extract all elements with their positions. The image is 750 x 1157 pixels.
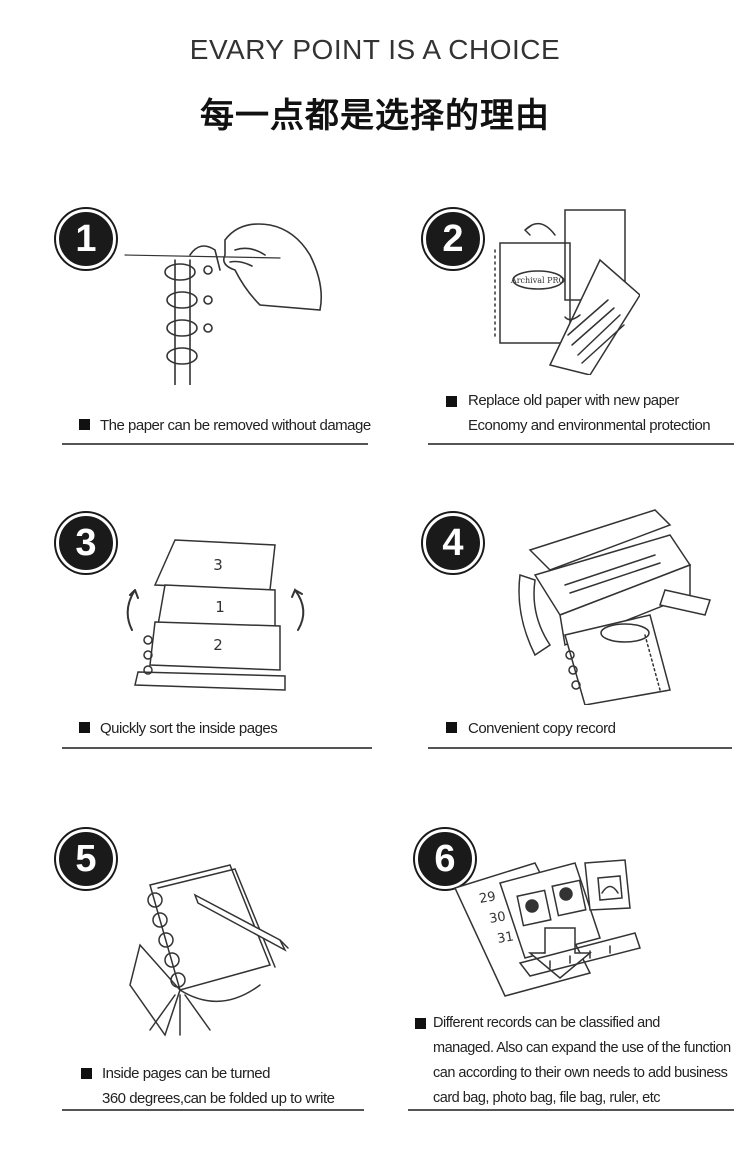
number-badge-1: 1 — [56, 209, 116, 269]
divider-line — [428, 443, 734, 445]
number-badge-4: 4 — [423, 513, 483, 573]
calendar-digit: 30 — [488, 909, 507, 927]
feature-caption-6: Different records can be classified and … — [433, 1011, 731, 1111]
number-badge-2: 2 — [423, 209, 483, 269]
divider-line — [408, 1109, 734, 1111]
page-label-top: 3 — [213, 556, 223, 574]
number-badge-3: 3 — [56, 513, 116, 573]
page-label-bottom: 2 — [213, 636, 223, 654]
replace-paper-icon: Archival PRO — [494, 209, 640, 375]
page-label-mid: 1 — [215, 598, 225, 616]
caption-line: can according to their own needs to add … — [433, 1065, 728, 1081]
rotating-notebook-icon — [129, 864, 289, 1037]
caption-line: card bag, photo bag, file bag, ruler, et… — [433, 1090, 660, 1106]
caption-line: Inside pages can be turned — [102, 1065, 270, 1082]
bullet-marker — [446, 722, 457, 733]
caption-line: managed. Also can expand the use of the … — [433, 1040, 731, 1056]
caption-line: The paper can be removed without damage — [100, 417, 371, 434]
page-title-cn: 每一点都是选择的理由 — [200, 96, 550, 136]
bullet-marker — [446, 396, 457, 407]
divider-line — [62, 747, 372, 749]
number-badge-5: 5 — [56, 829, 116, 889]
number-badge-6: 6 — [415, 829, 475, 889]
expandable-pockets-icon: 29 30 31 — [453, 859, 641, 997]
caption-line: Convenient copy record — [468, 720, 616, 737]
bullet-marker — [79, 419, 90, 430]
hand-ring-binder-icon — [124, 223, 323, 385]
divider-line — [62, 1109, 364, 1111]
feature-caption-5: Inside pages can be turned 360 degrees,c… — [102, 1061, 335, 1111]
caption-line: Replace old paper with new paper — [468, 392, 679, 409]
page-title-en: EVARY POINT IS A CHOICE — [189, 34, 561, 65]
feature-caption-1: The paper can be removed without damage — [100, 413, 371, 438]
divider-line — [428, 747, 732, 749]
stamp-label: Archival PRO — [510, 276, 566, 285]
caption-line: Economy and environmental protection — [468, 417, 711, 434]
caption-line: Different records can be classified and — [433, 1015, 660, 1031]
bullet-marker — [415, 1018, 426, 1029]
sort-pages-icon: 3 1 2 — [126, 539, 305, 691]
caption-line: Quickly sort the inside pages — [100, 720, 278, 737]
feature-caption-2: Replace old paper with new paper Economy… — [468, 388, 711, 438]
feature-caption-4: Convenient copy record — [468, 716, 616, 741]
bullet-marker — [81, 1068, 92, 1079]
calendar-digit: 29 — [478, 889, 497, 907]
divider-line — [62, 443, 368, 445]
bullet-marker — [79, 722, 90, 733]
caption-line: 360 degrees,can be folded up to write — [102, 1090, 335, 1107]
calendar-digit: 31 — [496, 929, 515, 947]
copier-icon — [518, 509, 711, 705]
feature-caption-3: Quickly sort the inside pages — [100, 716, 278, 741]
